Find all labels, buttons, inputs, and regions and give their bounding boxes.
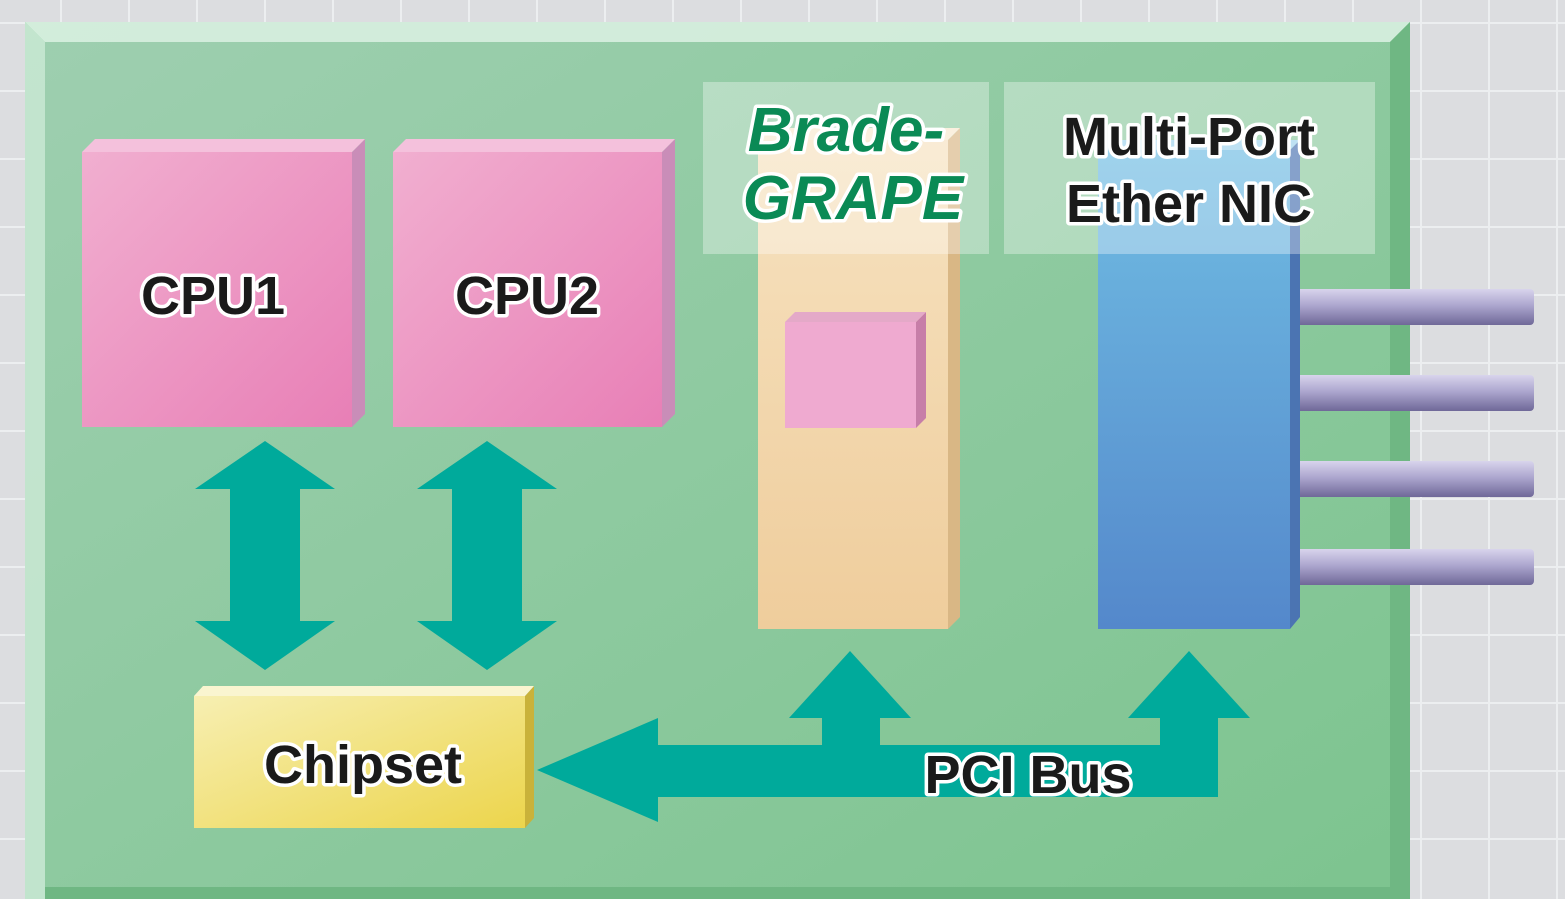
ethernet-port-2 [1292, 375, 1534, 411]
ethernet-ports [1292, 289, 1534, 585]
ethernet-port-3 [1292, 461, 1534, 497]
brade-grape-card [758, 128, 960, 629]
chipset-chip [194, 686, 534, 828]
cpu1-chip [82, 139, 365, 427]
ethernet-port-4 [1292, 549, 1534, 585]
cpu1-label: CPU1 [141, 266, 285, 326]
nic-label-line2: Ether NIC [1066, 174, 1312, 234]
brade-grape-label-line2: GRAPE [743, 164, 965, 233]
cpu2-chipset-arrow [417, 441, 557, 670]
chipset-label: Chipset [264, 735, 462, 795]
pci-bus-label: PCI Bus [924, 745, 1131, 805]
nic-label-line1: Multi-Port [1063, 107, 1315, 167]
connection-arrows [195, 441, 1250, 822]
ether-nic-card [1098, 140, 1300, 629]
cpu2-chip [393, 139, 675, 427]
cpu1-chipset-arrow [195, 441, 335, 670]
pci-bus-arrow [537, 651, 1250, 822]
brade-grape-chip [785, 312, 926, 428]
ethernet-port-1 [1292, 289, 1534, 325]
nic-label-plate [1004, 82, 1375, 254]
cpu2-label: CPU2 [455, 266, 599, 326]
brade-grape-label-plate [703, 82, 989, 254]
brade-grape-label-line1: Brade- [748, 96, 944, 165]
